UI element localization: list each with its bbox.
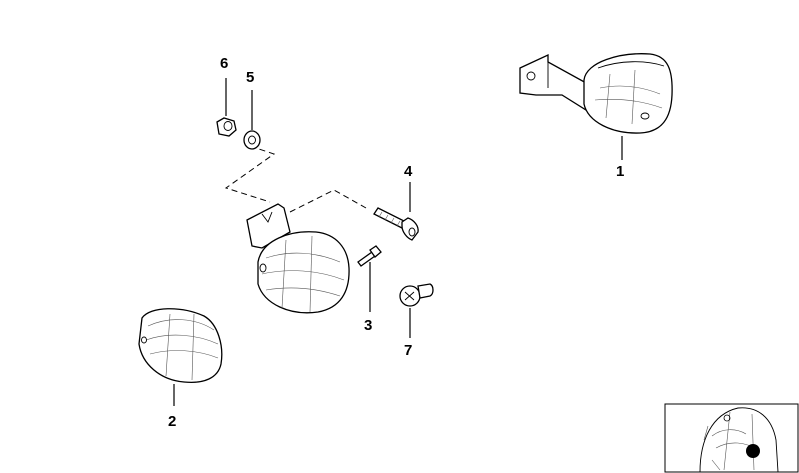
callout-2[interactable]: 2: [168, 413, 176, 430]
assembly-line-bolt: [289, 189, 367, 213]
assembly-line-washer: [224, 145, 276, 203]
part-6-nut[interactable]: [216, 117, 237, 137]
part-5-washer[interactable]: [243, 130, 261, 150]
part-7-bulb[interactable]: [399, 283, 434, 307]
callout-1[interactable]: 1: [616, 163, 624, 180]
center-turn-signal-assembly: [246, 203, 350, 314]
callout-7[interactable]: 7: [404, 342, 412, 359]
callout-3[interactable]: 3: [364, 317, 372, 334]
part-4-bolt[interactable]: [373, 207, 419, 241]
part-3-screw[interactable]: [357, 245, 382, 267]
locator-position-marker: [746, 444, 760, 458]
locator-thumbnail[interactable]: [664, 403, 799, 473]
part-2-turn-signal-lens[interactable]: [138, 308, 223, 384]
callout-5[interactable]: 5: [246, 69, 254, 86]
part-1-turn-signal-assembly[interactable]: [519, 53, 673, 134]
callout-4[interactable]: 4: [404, 163, 413, 180]
callout-6[interactable]: 6: [220, 55, 228, 72]
